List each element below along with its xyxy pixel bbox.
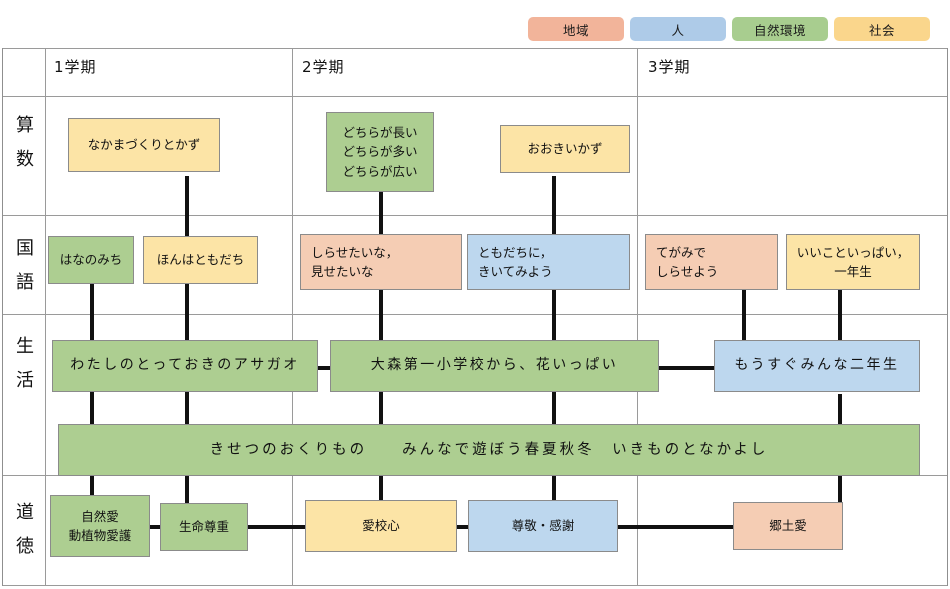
connector-vertical-g [838,290,842,348]
grid-hline-math [2,215,948,216]
box-text-line: 愛校心 [362,518,400,534]
box-text-line: しらせよう [656,264,719,279]
subject-label-moral: 道 徳 [8,490,44,570]
box-text-line: 動植物愛護 [68,528,132,543]
legend-chip-nature: 自然環境 [732,17,828,41]
grid-vline-subject [45,48,46,586]
grid-vline-left [2,48,3,586]
connector-horizontal-life-1 [318,366,340,370]
curriculum-box-life-band[interactable]: きせつのおくりもの みんなで遊ぼう春夏秋冬 いきものとなかよし [58,424,920,476]
box-text-line: なかまづくりとかず [87,137,201,153]
box-text-line: どちらが多い [342,144,418,160]
box-text-line: いいこといっぱい， [796,244,910,260]
table-grid [2,48,948,586]
box-text-line: 見せたいな [311,264,374,279]
subject-char: 算 [16,114,36,136]
box-text-line: 尊敬・感謝 [511,518,575,534]
box-text-line: きいてみよう [478,264,553,279]
grid-hline-bottom [2,585,948,586]
box-text-line: しらせたいな， [311,244,399,260]
connector-horizontal-moral-1 [148,525,170,529]
connector-horizontal-life-2 [659,366,715,370]
curriculum-box-moral-2[interactable]: 生命尊重 [160,503,248,551]
curriculum-box-math-3[interactable]: おおきいかず [500,125,630,173]
box-text-line: 生命尊重 [178,519,229,535]
box-text-line: 一年生 [834,264,872,279]
legend-chip-region: 地域 [528,17,624,41]
term-header-2: 2学期 [302,58,345,76]
curriculum-box-math-1[interactable]: なかまづくりとかず [68,118,220,172]
box-text-line: ともだちに， [478,244,553,260]
subject-char: 道 [16,501,36,523]
curriculum-box-japanese-2[interactable]: ほんはともだち [143,236,258,284]
grid-vline-term1 [292,48,293,586]
subject-char: 生 [16,335,36,357]
grid-hline-header [2,96,948,97]
legend-chip-society: 社会 [834,17,930,41]
category-legend: 地域 人 自然環境 社会 [528,17,930,41]
box-text-line: どちらが広い [342,163,418,179]
connector-vertical-e [742,290,746,348]
connector-horizontal-moral-4 [617,525,735,529]
grid-vline-term2 [637,48,638,586]
box-text-line: きせつのおくりもの みんなで遊ぼう春夏秋冬 いきものとなかよし [209,441,769,458]
curriculum-box-japanese-5[interactable]: てがみで しらせよう [645,234,778,290]
subject-label-math: 算 数 [8,103,44,183]
box-text-line: ほんはともだち [156,252,245,268]
box-text-line: おおきいかず [527,141,603,157]
curriculum-box-moral-3[interactable]: 愛校心 [305,500,457,552]
grid-hline-japanese [2,314,948,315]
subject-char: 徳 [16,536,36,557]
term-header-3: 3学期 [648,58,691,76]
subject-char: 数 [16,149,36,170]
curriculum-box-math-2[interactable]: どちらが長い どちらが多い どちらが広い [326,112,434,192]
curriculum-box-japanese-1[interactable]: はなのみち [48,236,134,284]
subject-char: 国 [16,237,36,259]
box-text-line: てがみで [656,244,707,260]
subject-label-japanese: 国 語 [8,226,44,306]
subject-char: 語 [16,272,36,293]
box-text-line: わたしのとっておきのアサガオ [70,357,300,374]
curriculum-box-life-3[interactable]: もうすぐみんな二年生 [714,340,920,392]
grid-vline-right [947,48,948,586]
curriculum-box-moral-5[interactable]: 郷土愛 [733,502,843,550]
box-text-line: 郷土愛 [769,518,807,534]
box-text-line: 大森第一小学校から、花いっぱい [370,357,619,374]
curriculum-box-life-2[interactable]: 大森第一小学校から、花いっぱい [330,340,659,392]
subject-char: 活 [16,370,36,391]
box-text-line: 自然愛 [81,508,119,524]
curriculum-box-japanese-3[interactable]: しらせたいな， 見せたいな [300,234,462,290]
legend-chip-people: 人 [630,17,726,41]
curriculum-box-moral-1[interactable]: 自然愛 動植物愛護 [50,495,150,557]
curriculum-box-japanese-4[interactable]: ともだちに， きいてみよう [467,234,630,290]
connector-horizontal-moral-3 [455,525,475,529]
connector-horizontal-moral-2 [248,525,306,529]
curriculum-box-moral-4[interactable]: 尊敬・感謝 [468,500,618,552]
subject-label-life: 生 活 [8,324,44,404]
term-header-1: 1学期 [54,58,97,76]
box-text-line: はなのみち [59,252,123,268]
grid-hline-top [2,48,948,49]
box-text-line: どちらが長い [342,124,418,140]
box-text-line: もうすぐみんな二年生 [734,357,900,374]
curriculum-box-japanese-6[interactable]: いいこといっぱい， 一年生 [786,234,920,290]
curriculum-box-life-1[interactable]: わたしのとっておきのアサガオ [52,340,318,392]
